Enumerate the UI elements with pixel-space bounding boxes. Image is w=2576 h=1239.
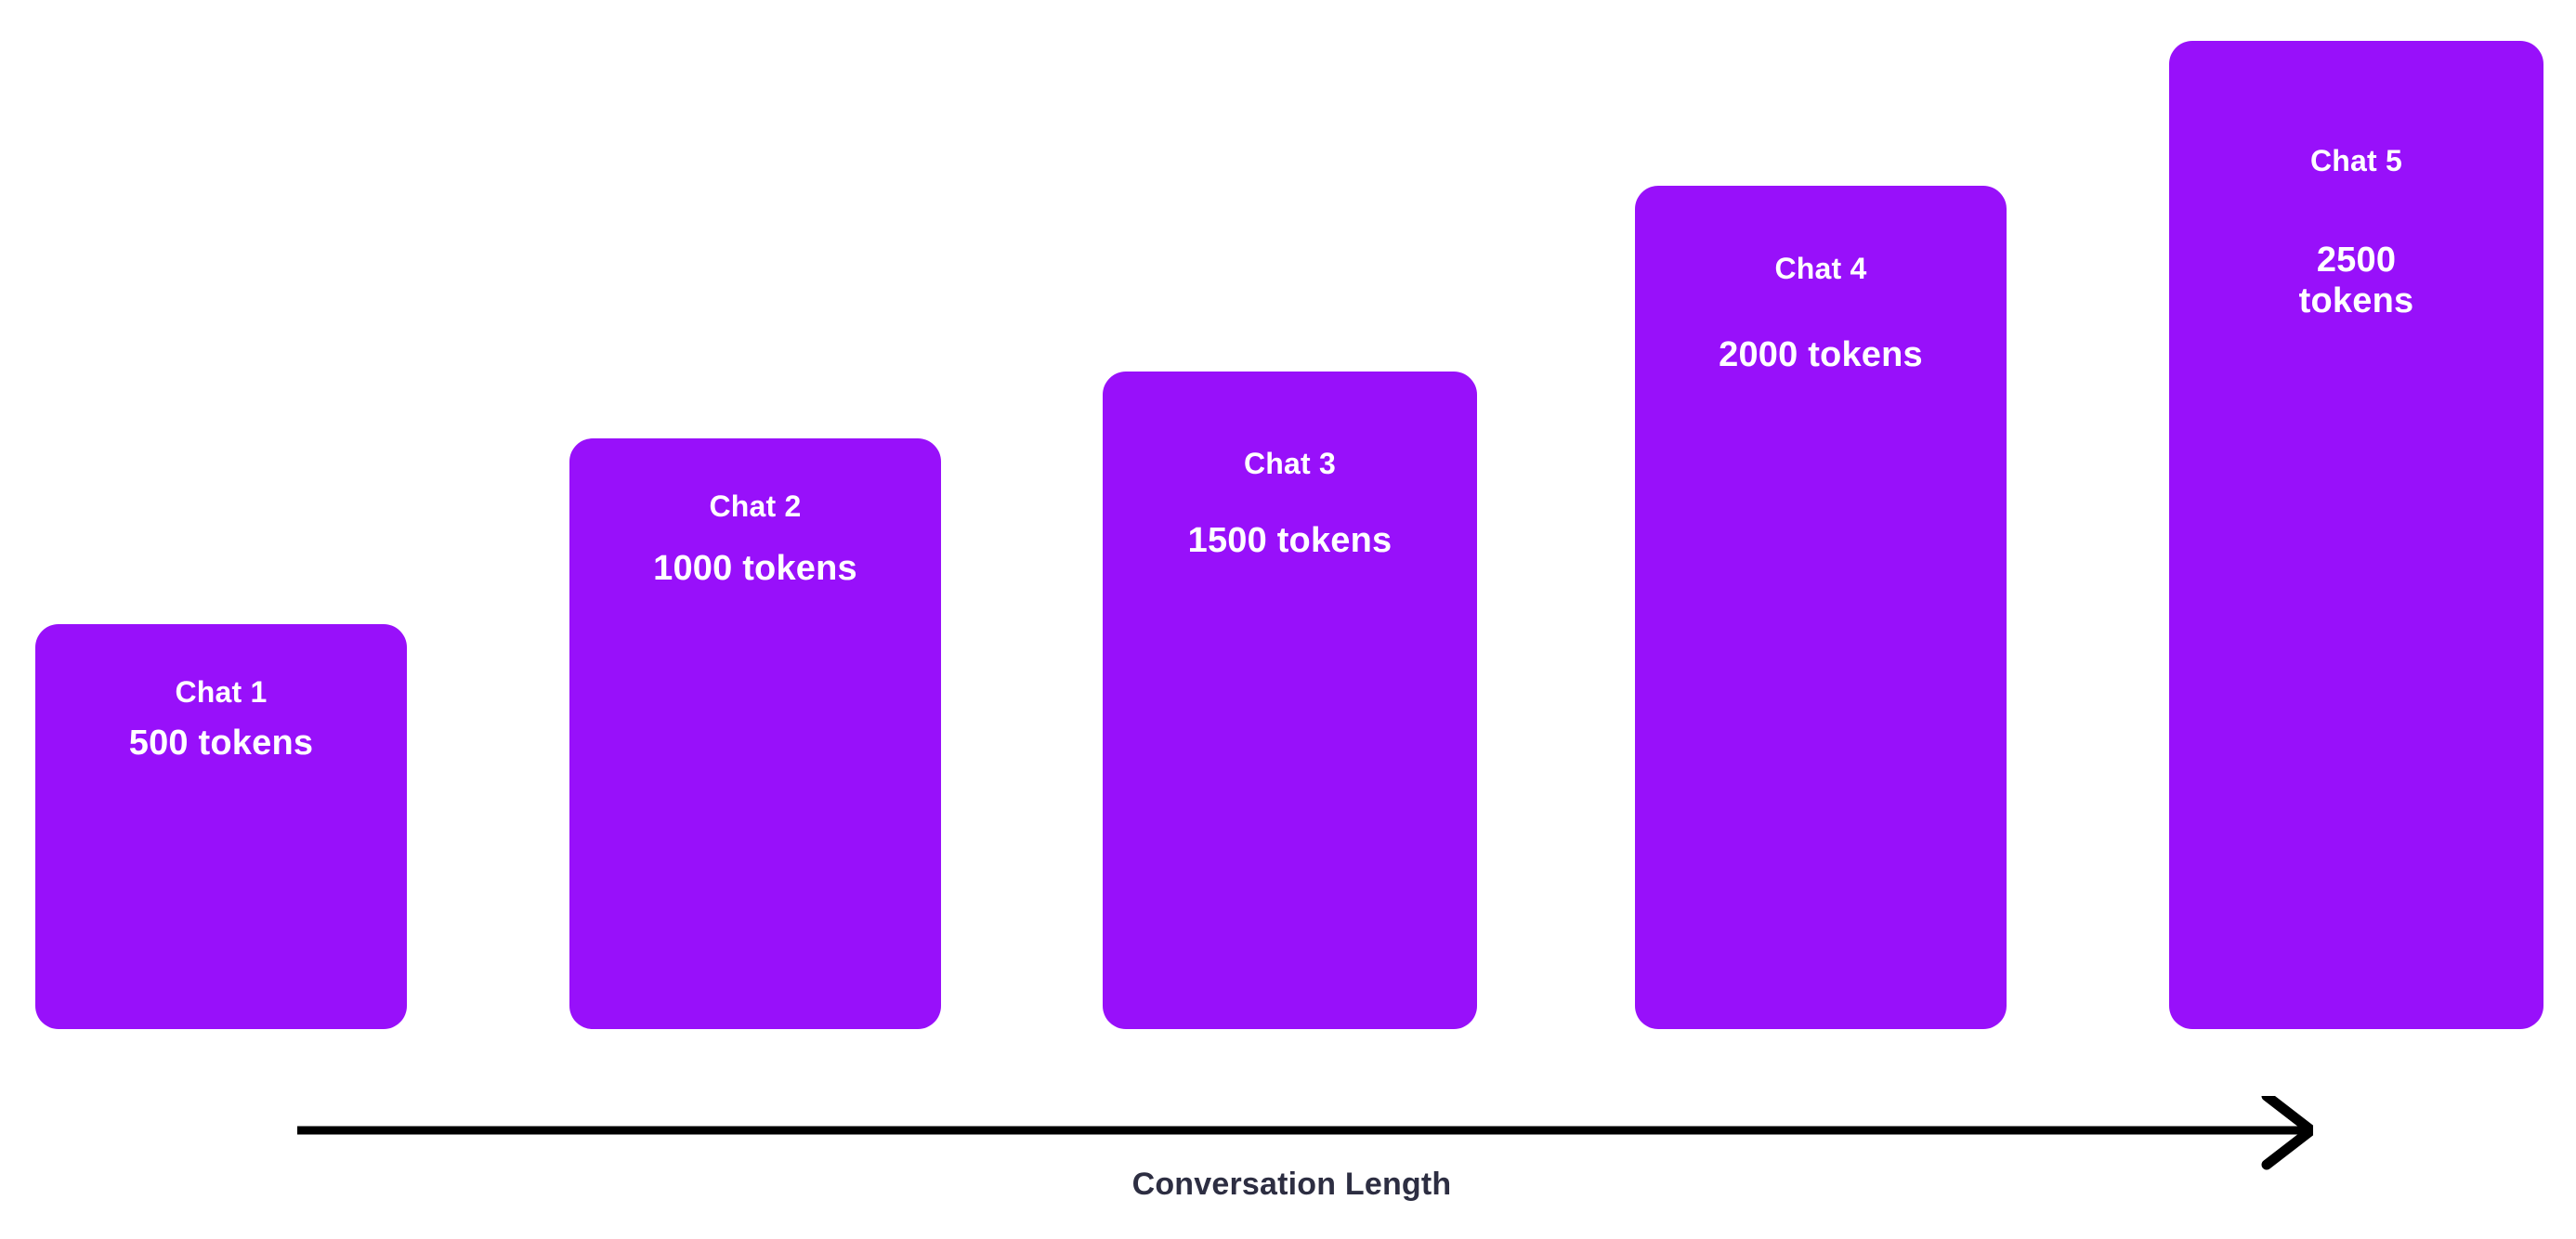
bar-chat-3: Chat 3 1500 tokens — [1103, 372, 1477, 1029]
bar-value-label: 2500 tokens — [2298, 241, 2414, 320]
bar-title: Chat 1 — [175, 675, 268, 709]
bar-chat-4: Chat 4 2000 tokens — [1635, 186, 2007, 1029]
bar-value-label: 500 tokens — [128, 724, 314, 763]
bar-title: Chat 2 — [709, 489, 802, 523]
bar-chat-5: Chat 5 2500 tokens — [2169, 41, 2543, 1029]
bar-value-label: 2000 tokens — [1719, 335, 1923, 375]
axis-label-text: Conversation Length — [1131, 1167, 1452, 1202]
arrow-right-icon — [297, 1096, 2313, 1170]
bar-value-label: 1000 tokens — [653, 549, 857, 589]
axis-label: Conversation Length — [0, 1167, 2576, 1203]
bar-chat-2: Chat 2 1000 tokens — [569, 438, 941, 1029]
bar-title: Chat 5 — [2310, 144, 2402, 177]
arrowhead — [2261, 1096, 2313, 1170]
bar-title: Chat 4 — [1774, 252, 1867, 285]
bar-value-label: 1500 tokens — [1187, 521, 1393, 561]
bar-title: Chat 3 — [1244, 447, 1336, 480]
bar-chat-1: Chat 1 500 tokens — [35, 624, 407, 1029]
